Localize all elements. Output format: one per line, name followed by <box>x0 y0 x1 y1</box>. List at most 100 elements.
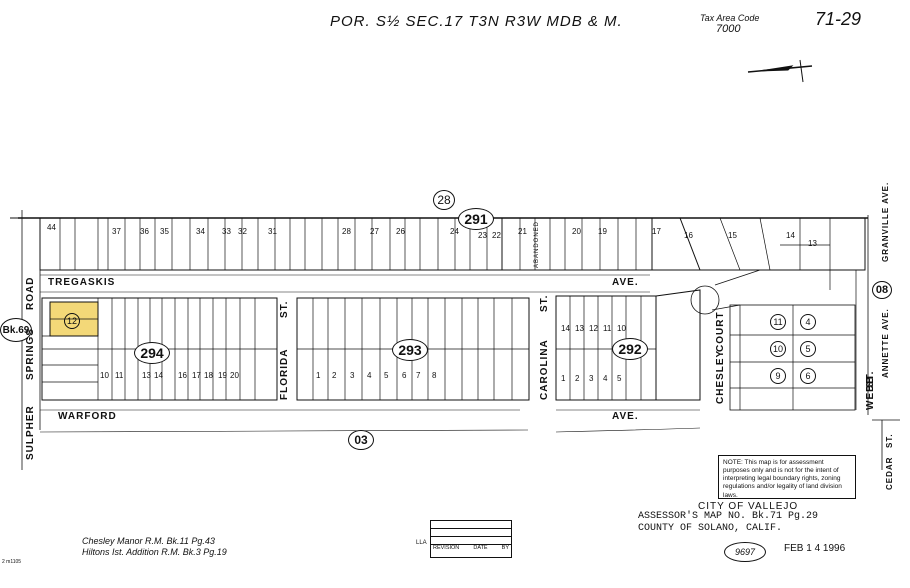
parcel-08-bubble[interactable]: 08 <box>872 281 892 299</box>
parcel-28-label: 28 <box>437 193 451 207</box>
street-sulpher: SULPHER <box>25 405 36 460</box>
corner-code: 2 m1105 <box>2 559 22 565</box>
street-st-cedar: ST. <box>885 433 894 448</box>
tax-area-code: 7000 <box>716 23 741 35</box>
assessor-map-line: ASSESSOR'S MAP NO. Bk.71 Pg.29 <box>638 511 819 522</box>
street-chesley: CHESLEY <box>715 349 726 404</box>
street-st-florida: ST. <box>279 300 290 318</box>
lla-label: LLA <box>416 540 427 546</box>
lot-number: 31 <box>268 227 277 236</box>
tax-area-label: Tax Area Code <box>700 13 760 23</box>
lot-number: 34 <box>196 227 205 236</box>
lot-9-marker[interactable]: 9 <box>770 368 786 384</box>
lot-number: 44 <box>47 223 56 232</box>
lot-6-marker[interactable]: 6 <box>800 368 816 384</box>
parcel-293-label: 293 <box>398 342 422 358</box>
street-warford: WARFORD <box>58 411 117 422</box>
lot-number: 20 <box>230 371 239 380</box>
lot-12-label: 12 <box>66 316 77 326</box>
revision-table: REVISION DATE BY <box>430 520 512 558</box>
lot-number: 7 <box>416 371 421 380</box>
street-ave-top: AVE. <box>612 277 639 288</box>
lot-number: 14 <box>786 231 795 240</box>
street-annette: ANNETTE AVE. <box>881 308 890 378</box>
street-cedar: CEDAR <box>885 456 894 490</box>
lot-number: 14 <box>561 324 570 333</box>
parcel-291-bubble[interactable]: 291 <box>458 208 494 230</box>
lot-number: 23 <box>478 231 487 240</box>
lot-number: 36 <box>140 227 149 236</box>
lot-label: 9 <box>775 371 781 381</box>
lot-12-marker[interactable]: 12 <box>64 313 80 329</box>
lot-number: 1 <box>316 371 321 380</box>
lot-number: 11 <box>603 324 612 333</box>
parcel-28-bubble[interactable]: 28 <box>433 190 455 210</box>
parcel-03-label: 03 <box>354 433 368 447</box>
lot-number: 37 <box>112 227 121 236</box>
lot-number: 12 <box>589 324 598 333</box>
lot-number: 13 <box>142 371 151 380</box>
lot-number: 3 <box>589 374 594 383</box>
lot-11-marker[interactable]: 11 <box>770 314 786 330</box>
parcel-08-label: 08 <box>875 284 889 296</box>
reference-chesley: Chesley Manor R.M. Bk.11 Pg.43 <box>82 536 215 546</box>
lot-number: 27 <box>370 227 379 236</box>
stamp-number: 9697 <box>724 542 766 562</box>
street-st-carolina: ST. <box>539 294 550 312</box>
lot-number: 35 <box>160 227 169 236</box>
stamp-label: 9697 <box>734 547 756 557</box>
reference-hiltons: Hiltons Ist. Addition R.M. Bk.3 Pg.19 <box>82 547 227 557</box>
county-line: COUNTY OF SOLANO, CALIF. <box>638 523 783 534</box>
street-tregaskis: TREGASKIS <box>48 277 116 288</box>
lot-number: 26 <box>396 227 405 236</box>
parcel-294-label: 294 <box>140 345 164 361</box>
map-number: 71-29 <box>815 9 862 29</box>
lot-number: 18 <box>204 371 213 380</box>
lot-number: 21 <box>518 227 527 236</box>
lot-number: 20 <box>572 227 581 236</box>
parcel-292-bubble[interactable]: 292 <box>612 338 648 360</box>
north-arrow-icon <box>747 59 813 83</box>
book-69-label: Bk.69 <box>2 324 30 336</box>
lot-number: 33 <box>222 227 231 236</box>
lot-number: 32 <box>238 227 247 236</box>
street-springs: SPRINGS <box>25 327 36 380</box>
lot-number: 10 <box>617 324 626 333</box>
lot-number: 13 <box>575 324 584 333</box>
street-carolina: CAROLINA <box>539 339 550 400</box>
lot-number: 11 <box>115 371 124 380</box>
lot-number: 3 <box>350 371 355 380</box>
lot-label: 11 <box>773 317 783 327</box>
street-florida: FLORIDA <box>279 348 290 400</box>
lot-number: 19 <box>598 227 607 236</box>
lot-number: 4 <box>367 371 372 380</box>
lot-number: 5 <box>384 371 389 380</box>
lot-number: 13 <box>808 239 817 248</box>
lot-5-marker[interactable]: 5 <box>800 341 816 357</box>
parcel-03-bubble[interactable]: 03 <box>348 430 374 450</box>
parcel-293-bubble[interactable]: 293 <box>392 339 428 361</box>
parcel-292-label: 292 <box>618 341 642 357</box>
lot-number: 28 <box>342 227 351 236</box>
lot-number: 19 <box>218 371 227 380</box>
lot-number: 17 <box>192 371 201 380</box>
lot-number: 5 <box>617 374 622 383</box>
parcel-294-bubble[interactable]: 294 <box>134 342 170 364</box>
lot-number: 4 <box>603 374 608 383</box>
by-label: BY <box>501 545 509 551</box>
lot-number: 6 <box>402 371 407 380</box>
lot-number: 14 <box>154 371 163 380</box>
date-label: DATE <box>473 545 488 551</box>
city-name: CITY OF VALLEJO <box>698 501 799 512</box>
lot-10-marker[interactable]: 10 <box>770 341 786 357</box>
lot-number: 17 <box>652 227 661 236</box>
street-road: ROAD <box>25 276 36 310</box>
book-69-bubble[interactable]: Bk.69 <box>0 318 32 342</box>
lot-label: 10 <box>772 344 783 354</box>
lot-number: 22 <box>492 231 501 240</box>
lot-number: 1 <box>561 374 566 383</box>
street-webb: WEBB <box>865 375 876 410</box>
lot-label: 4 <box>805 317 811 327</box>
parcel-291-label: 291 <box>464 211 488 227</box>
lot-4-marker[interactable]: 4 <box>800 314 816 330</box>
